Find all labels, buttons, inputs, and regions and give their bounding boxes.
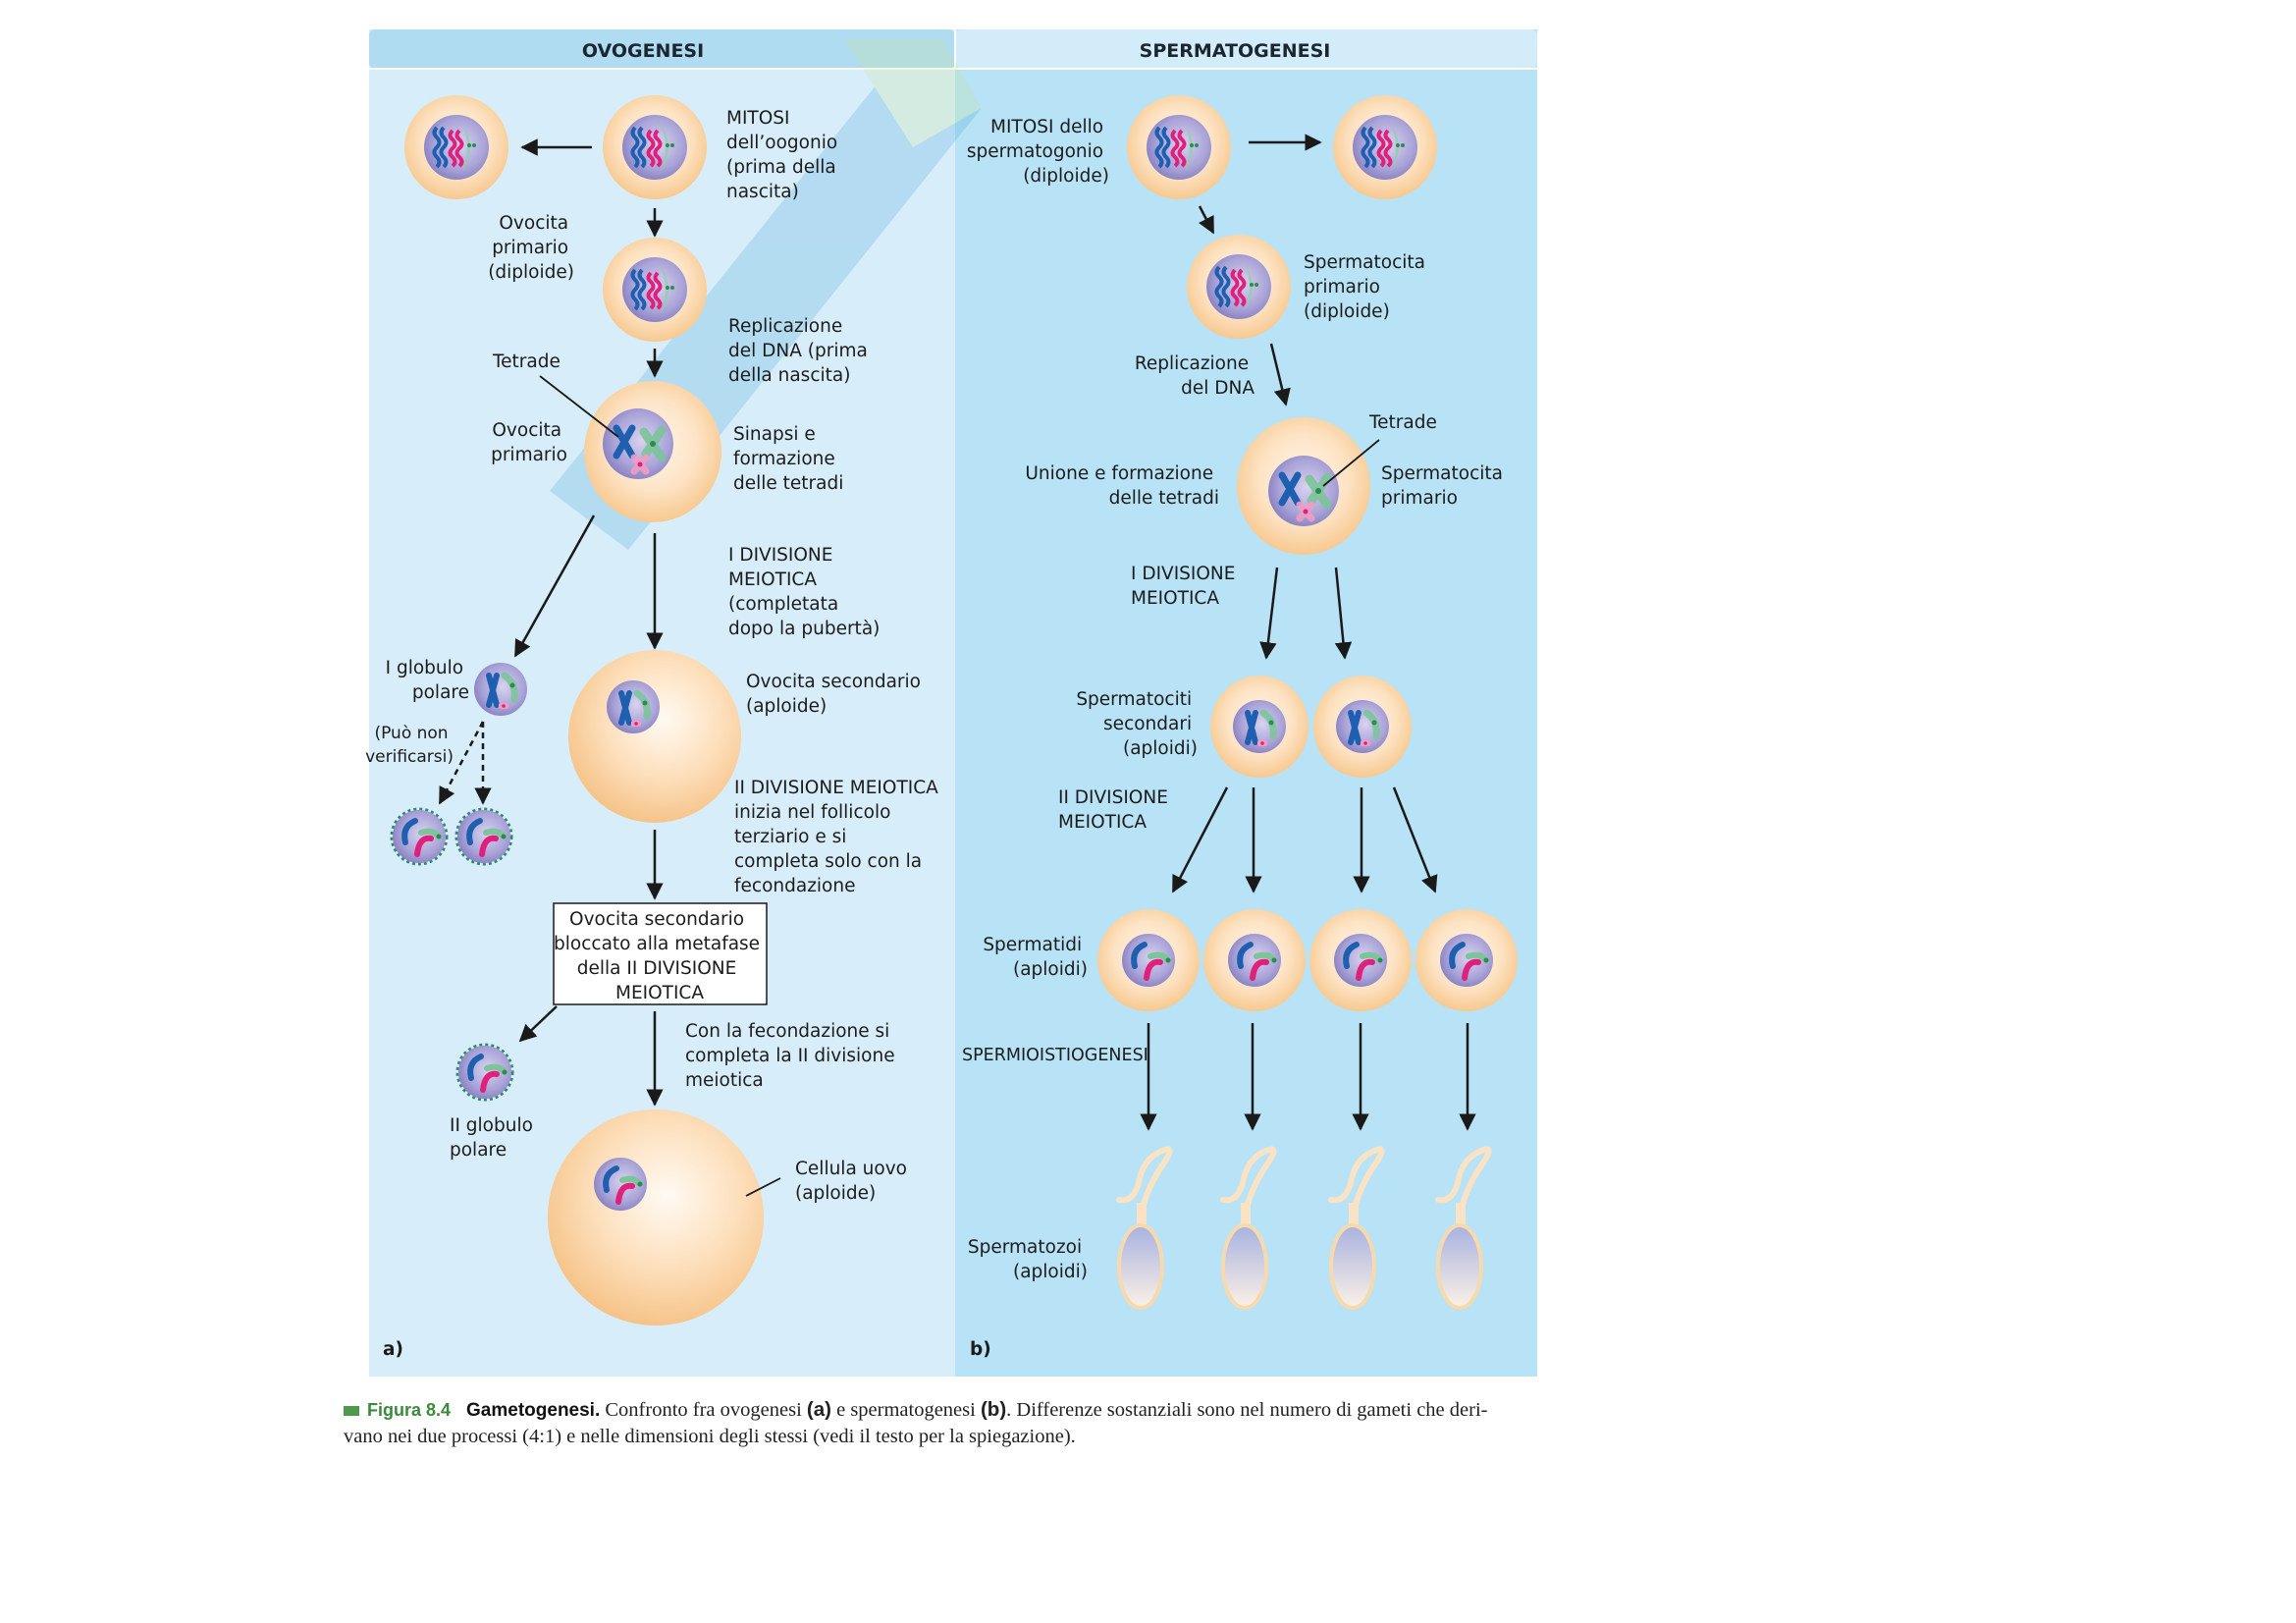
spermatidi-label: Spermatidi (aploidi) [983, 935, 1088, 980]
spermatozoon [1220, 1146, 1277, 1310]
first-polar-body [474, 663, 527, 716]
spermioistiogenesi-label: SPERMIOISTIOGENESI [962, 1046, 1148, 1065]
polar-body-division-product [392, 809, 447, 864]
tetrade-pointer [539, 375, 619, 438]
dashed-arrow [438, 721, 485, 805]
oogonium-cell [603, 95, 707, 199]
ovo-mitosi-label: MITOSI dell’oogonio (prima della nascita… [726, 108, 843, 202]
arrow [1259, 567, 1279, 660]
unione-label: Unione e formazione delle tetradi [1025, 463, 1219, 509]
cellula-uovo-label: Cellula uovo (aploide) [795, 1159, 913, 1204]
sperm-mitosi-label: MITOSI dello spermatogonio (diploide) [967, 117, 1109, 187]
arrow [1171, 786, 1229, 893]
spermatocita-primario-diploide-label: Spermatocita primario (diploide) [1304, 252, 1431, 322]
arrow [1392, 786, 1438, 893]
arrow-to-first-polar-body [513, 514, 596, 658]
blocked-oocyte-box: Ovocita secondario bloccato alla metafas… [553, 902, 768, 1005]
panel-letter-b: b) [970, 1339, 991, 1360]
spermatogonium-daughter-cell [1333, 95, 1437, 199]
panel-letter-a: a) [383, 1339, 403, 1360]
ovogenesis-header-bar [369, 29, 955, 69]
spermatogenesis-header: SPERMATOGENESI [1140, 40, 1331, 62]
spermatociti-secondari-label: Spermatociti secondari (aploidi) [1076, 689, 1198, 759]
ovocita-secondario-label: Ovocita secondario (aploide) [746, 672, 927, 717]
arrow [1198, 205, 1215, 235]
oogonium-daughter-cell [404, 95, 508, 199]
ovo-seconda-divisione-label: II DIVISIONE MEIOTICA inizia nel follico… [734, 778, 944, 896]
spermatozoon [1328, 1146, 1385, 1310]
primary-oocyte-diploid-cell [603, 238, 707, 342]
spermatogonium-cell [1127, 95, 1231, 199]
figure-title: Gametogenesi. [466, 1400, 601, 1421]
sperm-tetrade-label: Tetrade [1368, 412, 1437, 433]
ovocita-primario-diploide-label: Ovocita primario (diploide) [488, 213, 574, 283]
ovo-prima-divisione-label: I DIVISIONE MEIOTICA (completata dopo la… [728, 545, 880, 639]
spermatozoi-label: Spermatozoi (aploidi) [968, 1237, 1088, 1282]
arrow [1269, 343, 1291, 406]
spermatocita-primario-label: Spermatocita primario [1381, 463, 1509, 509]
secondary-spermatocyte-cell [1313, 676, 1412, 778]
spermatid-cell [1203, 909, 1306, 1011]
primary-spermatocyte-diploid-cell [1187, 235, 1291, 339]
arrow-to-second-polar-body [518, 1005, 558, 1043]
secondary-spermatocyte-cell [1210, 676, 1308, 778]
figure-marker-icon [344, 1406, 359, 1417]
secondary-oocyte-cell [568, 650, 741, 823]
spermatid-cell [1097, 909, 1200, 1011]
spermatid-cell [1415, 909, 1518, 1011]
ovo-tetrade-label: Tetrade [492, 352, 561, 372]
spermatid-cell [1309, 909, 1412, 1011]
spermatozoon [1435, 1146, 1492, 1310]
egg-pointer [745, 1177, 781, 1197]
secondo-globulo-label: II globulo polare [450, 1115, 539, 1161]
sperm-prima-divisione-label: I DIVISIONE MEIOTICA [1131, 564, 1241, 609]
sinapsi-label: Sinapsi e formazione delle tetradi [733, 424, 843, 494]
sperm-seconda-divisione-label: II DIVISIONE MEIOTICA [1058, 787, 1174, 833]
figure-number: Figura 8.4 [367, 1400, 452, 1420]
arrow [1334, 567, 1353, 660]
second-polar-body [457, 1045, 512, 1100]
fecondazione-label: Con la fecondazione si completa la II di… [685, 1021, 900, 1091]
spermatogenesis-header-bar [955, 29, 1537, 69]
polar-body-division-product [456, 809, 511, 864]
primary-spermatocyte-tetrad-cell [1237, 417, 1370, 555]
ovocita-primario-label: Ovocita primario [491, 420, 567, 465]
ovogenesis-header: OVOGENESI [582, 40, 704, 62]
svg-text:Ovocita secondario blocc: Ovocita secondario bloccato alla metafas… [554, 909, 766, 1003]
primo-globulo-label: I globulo polare [386, 658, 469, 703]
sperm-replicazione-label: Replicazione del DNA [1135, 353, 1255, 399]
ovo-replicazione-label: Replicazione del DNA (prima della nascit… [728, 316, 874, 386]
puo-non-verificarsi-label: (Può non verificarsi) [365, 724, 454, 767]
egg-cell [548, 1109, 764, 1325]
spermatozoon [1116, 1146, 1173, 1310]
tetrade-pointer [1322, 439, 1380, 487]
primary-oocyte-tetrad-cell [584, 381, 721, 522]
